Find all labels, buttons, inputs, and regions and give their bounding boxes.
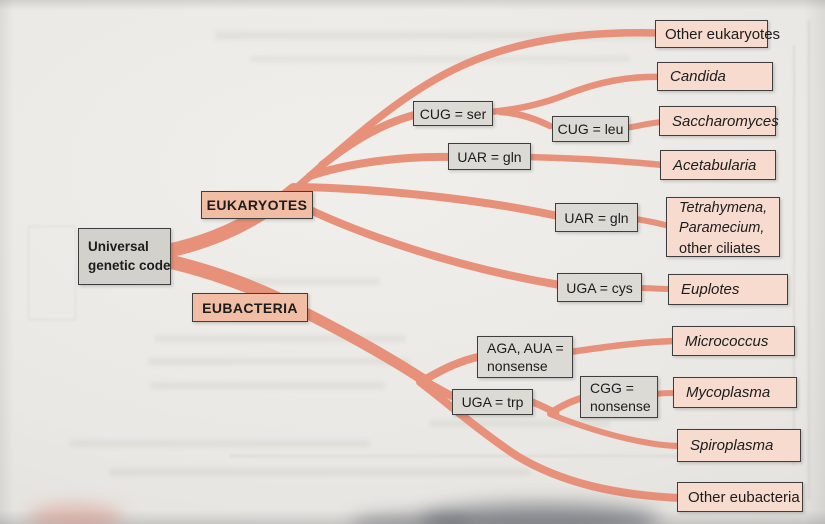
taxon-micrococcus-label: Micrococcus	[685, 332, 769, 350]
clade-eubacteria: EUBACTERIA	[192, 293, 308, 322]
codon-aga-aua-line2: nonsense	[487, 358, 548, 374]
codon-uga-cys-label: UGA = cys	[566, 279, 633, 296]
bleedthrough-text	[230, 278, 380, 285]
branch-uar-gln-to-ciliates	[633, 216, 672, 229]
codon-uga-trp: UGA = trp	[452, 389, 533, 415]
bleedthrough-text	[150, 382, 385, 389]
branch-cug-ser-to-candida	[486, 73, 664, 116]
photo-smudge-pink	[28, 504, 123, 524]
clade-eukaryotes: EUKARYOTES	[201, 191, 313, 219]
codon-cgg-line1: CGG =	[590, 379, 634, 396]
branch-to-uar-gln-upper	[306, 152, 456, 180]
codon-uar-gln-lower-label: UAR = gln	[564, 209, 629, 226]
bleedthrough-text	[70, 440, 370, 447]
taxon-micrococcus: Micrococcus	[672, 326, 795, 356]
branch-eubacteria-trunk-lower	[286, 300, 430, 386]
taxon-saccharomyces: Saccharomyces	[659, 106, 779, 136]
codon-uar-gln-upper-label: UAR = gln	[457, 148, 522, 165]
codon-uar-gln-lower: UAR = gln	[555, 203, 638, 232]
taxon-ciliates-line1: Tetrahymena,	[679, 200, 768, 216]
codon-uar-gln-upper: UAR = gln	[448, 143, 531, 170]
root-label-line1: Universal	[88, 239, 149, 255]
photo-smudge-dark	[350, 512, 470, 524]
bleedthrough-text	[250, 56, 630, 62]
bleedthrough-text	[110, 468, 530, 476]
bleedthrough-table-line	[793, 45, 795, 465]
bleedthrough-text	[148, 358, 410, 365]
codon-uga-trp-label: UGA = trp	[461, 394, 524, 410]
bleedthrough-text	[215, 31, 685, 40]
bleedthrough-text	[155, 335, 405, 342]
taxon-other-eukaryotes: Other eukaryotes	[655, 20, 780, 48]
taxon-other-eukaryotes-label: Other eukaryotes	[665, 25, 781, 43]
bleedthrough-table-line	[230, 455, 700, 457]
codon-aga-aua-nonsense: AGA, AUA = nonsense	[477, 336, 573, 378]
taxon-ciliates-line3: other ciliates	[679, 240, 761, 257]
branch-cug-ser-to-cug-leu	[496, 108, 554, 130]
taxon-ciliates-line2: Paramecium,	[679, 220, 765, 237]
taxon-mycoplasma: Mycoplasma	[673, 377, 797, 408]
bleedthrough-table-line	[808, 20, 810, 500]
branch-aga-aua-to-micrococcus	[566, 337, 679, 356]
codon-cgg-line2: nonsense	[590, 398, 651, 414]
branch-to-uar-gln-lower	[294, 183, 562, 220]
taxon-euplotes: Euplotes	[668, 274, 788, 305]
taxon-other-eubacteria: Other eubacteria	[677, 482, 803, 512]
branch-uga-cys-to-euplotes	[637, 285, 674, 292]
photo-vignette-right	[803, 0, 825, 524]
codon-uga-cys: UGA = cys	[557, 273, 642, 302]
taxon-saccharomyces-label: Saccharomyces	[672, 112, 779, 130]
photo-vignette-top	[0, 0, 825, 10]
branch-to-aga-aua	[420, 352, 486, 384]
branch-uar-gln-to-acetabularia	[524, 153, 667, 169]
branch-to-uga-cys	[282, 194, 564, 289]
taxon-mycoplasma-label: Mycoplasma	[686, 384, 771, 401]
clade-eukaryotes-label: EUKARYOTES	[206, 197, 308, 213]
codon-aga-aua-line1: AGA, AUA =	[487, 339, 564, 356]
taxon-euplotes-label: Euplotes	[681, 281, 740, 298]
branch-to-other-eubacteria	[416, 378, 684, 502]
taxon-candida: Candida	[657, 62, 773, 91]
taxon-other-eubacteria-label: Other eubacteria	[688, 488, 800, 506]
photo-vignette-left	[0, 0, 14, 524]
root-label-line2: genetic code	[88, 257, 171, 273]
taxon-ciliates: Tetrahymena, Paramecium, other ciliates	[666, 197, 780, 257]
taxon-spiroplasma: Spiroplasma	[677, 429, 801, 462]
taxon-candida-label: Candida	[670, 68, 726, 85]
codon-cug-leu-label: CUG = leu	[557, 121, 624, 137]
photo-smudge-dark	[420, 503, 660, 524]
bleedthrough-table-cell	[28, 226, 76, 320]
taxon-spiroplasma-label: Spiroplasma	[690, 437, 774, 454]
branch-to-spiroplasma	[547, 411, 683, 449]
codon-cgg-nonsense: CGG = nonsense	[580, 376, 658, 418]
clade-eubacteria-label: EUBACTERIA	[202, 299, 298, 316]
branch-cug-leu-to-saccharomyces	[623, 119, 665, 131]
codon-cug-ser-label: CUG = ser	[419, 105, 487, 122]
taxon-acetabularia-label: Acetabularia	[673, 156, 757, 174]
taxon-acetabularia: Acetabularia	[660, 150, 776, 180]
codon-cug-ser: CUG = ser	[413, 101, 493, 126]
codon-cug-leu: CUG = leu	[552, 116, 629, 142]
branch-to-cug-ser	[318, 110, 422, 169]
root-node-universal-genetic-code: Universal genetic code	[78, 228, 171, 285]
bleedthrough-text	[430, 420, 610, 427]
